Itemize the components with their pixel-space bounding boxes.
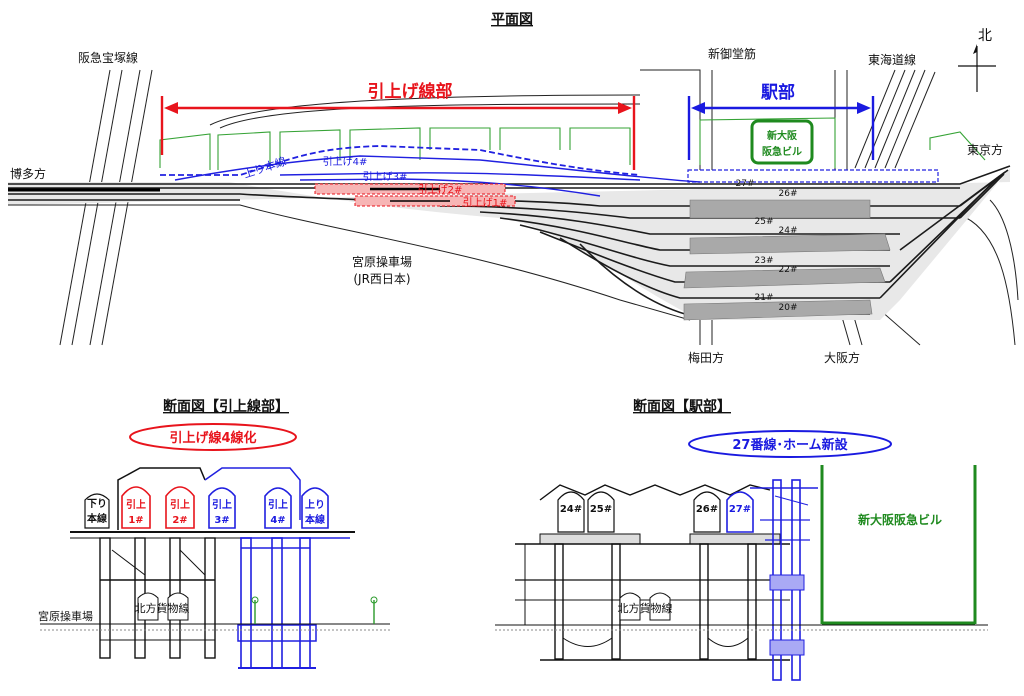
label-track27: 27# [736,179,755,189]
label-track25: 25# [755,217,774,227]
building-line-2: 阪急ビル [762,145,802,158]
section-b-title: 断面図【駅部】 [633,398,731,415]
freight-cars-a: 北方貨物線 [135,592,190,621]
car-26: 26# [693,491,721,533]
label-umeda: 梅田方 [688,350,724,365]
building-line-1: 新大阪 [767,129,798,142]
hankyu-building-section: 新大阪阪急ビル [820,465,977,625]
label-tokyo: 東京方 [967,142,1003,157]
car-25: 25# [587,491,615,533]
car-24: 24# [557,491,585,533]
north-arrow: 北 [958,28,996,92]
car-hikiage3: 引上 3# [208,487,236,529]
green-parcels [159,117,986,170]
car-hikiage4: 引上 4# [264,487,292,529]
svg-text:下り: 下り [87,498,107,510]
platform-24-23 [689,233,891,255]
freight-cars-b: 北方貨物線 [618,592,673,621]
svg-text:引上: 引上 [170,498,190,511]
label-track20: 20# [779,303,798,313]
label-track26: 26# [779,189,798,199]
svg-text:24#: 24# [560,504,582,515]
label-yard: 宮原操車場 [352,254,412,269]
section-b-badge: 27番線･ホーム新設 [732,437,848,453]
station-section-marker: 駅部 [687,82,875,160]
platform-22-21 [683,267,886,289]
label-hikiage3: 引上げ3# [363,171,408,183]
platform-26-25 [689,199,871,219]
new-structure-b [750,479,818,681]
red-hikiage-tracks [314,183,516,207]
label-hankyu-takarazuka: 阪急宝塚線 [78,50,138,65]
station-roof [539,484,771,501]
label-hikiage1: 引上げ1# [463,197,508,209]
label-yard-owner: (JR西日本) [353,272,410,286]
car-nobori-main: 上り 本線 [301,487,329,529]
section-station: 断面図【駅部】 27番線･ホーム新設 24# 25# 26# 27# [495,398,988,681]
label-tokaido: 東海道線 [868,52,916,67]
section-a-badge: 引上げ線4線化 [169,430,256,446]
svg-text:上り: 上り [305,498,325,511]
svg-text:本線: 本線 [87,512,107,525]
label-track24: 24# [779,226,798,236]
svg-text:26#: 26# [696,504,718,515]
platforms [683,199,891,321]
building-label-b: 新大阪阪急ビル [858,512,942,527]
station-section-label: 駅部 [760,82,795,103]
label-track21: 21# [755,293,774,303]
label-shinmidosuji: 新御堂筋 [708,46,756,61]
north-label: 北 [978,28,992,44]
plan-view: 平面図 北 [8,12,1019,365]
svg-text:27#: 27# [729,504,751,515]
label-track23: 23# [755,256,774,266]
freight-label-b: 北方貨物線 [618,601,673,615]
car-kudari: 下り 本線 [84,493,110,529]
hankyu-building-box: 新大阪 阪急ビル [750,119,814,165]
car-hikiage1: 引上 1# [121,486,151,529]
svg-text:2#: 2# [172,515,187,526]
section-hikiage: 断面図【引上線部】 引上げ線4線化 下り 本線 引上 1# 引上 2# 引上 [38,398,390,669]
section-a-title: 断面図【引上線部】 [163,398,289,415]
hikiage-section-label: 引上げ線部 [368,81,453,102]
label-track22: 22# [779,265,798,275]
car-hikiage2: 引上 2# [165,486,195,529]
viaduct-columns-a [99,537,317,669]
label-osaka: 大阪方 [824,350,860,365]
hikiage-section-marker: 引上げ線部 [160,81,636,170]
svg-text:1#: 1# [128,515,143,526]
svg-text:引上: 引上 [126,498,146,511]
platform-20 [683,299,873,321]
svg-text:引上: 引上 [268,498,288,511]
label-hakata: 博多方 [10,166,46,181]
freight-label-a: 北方貨物線 [135,601,190,615]
label-hikiage2: 引上げ2# [418,184,463,196]
yard-label-a: 宮原操車場 [38,609,93,623]
svg-text:本線: 本線 [305,513,325,526]
svg-text:引上: 引上 [212,498,232,511]
car-27: 27# [726,491,754,533]
label-hikiage4: 引上げ4# [323,156,368,168]
svg-text:25#: 25# [590,504,612,515]
label-nobori-main: 上り本線 [242,154,288,181]
svg-text:3#: 3# [214,515,229,526]
plan-title: 平面図 [491,12,533,28]
svg-text:4#: 4# [270,515,285,526]
